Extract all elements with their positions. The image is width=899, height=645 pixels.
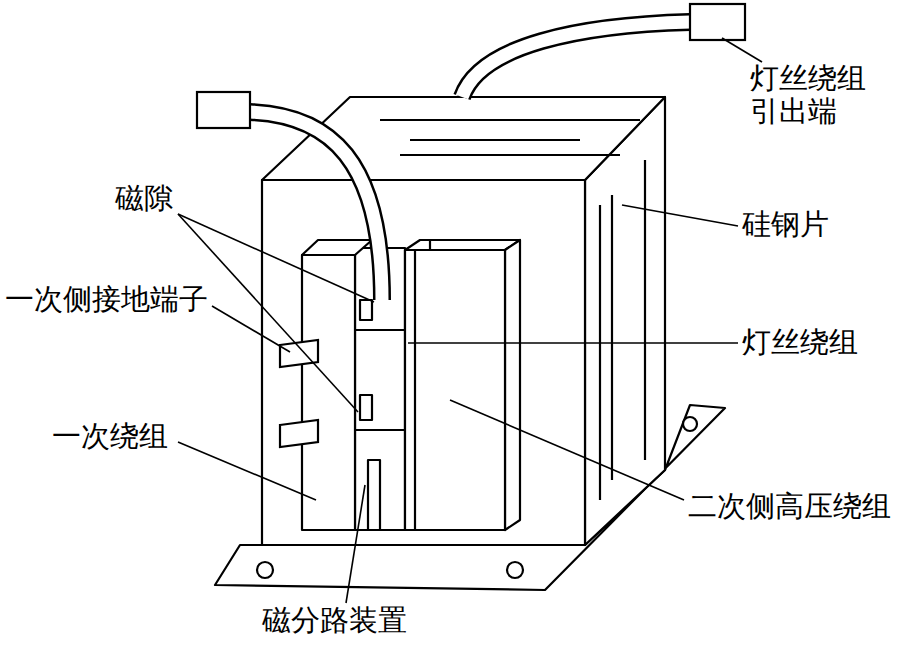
filament-leads (462, 22, 690, 97)
filament-leads (690, 4, 745, 40)
silicon-steel-core (410, 139, 580, 141)
leader-lines (178, 38, 762, 603)
part-label: 磁分路装置 (262, 604, 407, 637)
part-label: 灯丝绕组 (742, 326, 858, 359)
windings (505, 240, 520, 530)
silicon-steel-core (611, 195, 613, 480)
part-label: 一次绕组 (52, 420, 168, 453)
windings (405, 240, 520, 250)
base-plate (683, 417, 697, 431)
leader-lines (408, 342, 738, 344)
leader-lines (178, 442, 316, 500)
windings (414, 250, 416, 530)
windings (360, 300, 372, 320)
silicon-steel-core (599, 205, 601, 500)
windings (360, 395, 372, 420)
windings (355, 429, 405, 431)
ground-terminals (280, 340, 318, 447)
leader-lines (346, 485, 365, 603)
windings (368, 460, 380, 530)
part-label: 磁隙 (115, 182, 173, 215)
leader-lines (622, 205, 738, 226)
part-label: 一次侧接地端子 (5, 283, 208, 316)
filament-leads (462, 22, 690, 97)
silicon-steel-core (262, 97, 665, 545)
filament-leads (250, 112, 382, 300)
base-plate (257, 562, 273, 578)
part-label: 灯丝绕组 引出端 (750, 62, 875, 129)
filament-leads (250, 112, 382, 300)
windings (405, 250, 505, 530)
windings (302, 255, 355, 530)
ground-terminals (280, 420, 318, 447)
silicon-steel-core (380, 119, 640, 121)
filament-leads (197, 4, 745, 300)
leader-lines (212, 306, 290, 352)
part-label: 二次侧高压绕组 (688, 490, 891, 523)
part-label: 硅钢片 (742, 208, 829, 241)
leader-lines (722, 38, 762, 62)
windings (302, 240, 372, 255)
windings (355, 329, 405, 331)
silicon-steel-core (400, 154, 620, 156)
windings (429, 240, 431, 250)
filament-leads (197, 92, 250, 128)
silicon-steel-core (644, 160, 646, 460)
leader-lines (450, 400, 684, 500)
ground-terminals (280, 340, 318, 367)
silicon-steel-core (262, 180, 585, 545)
base-plate (507, 562, 523, 578)
